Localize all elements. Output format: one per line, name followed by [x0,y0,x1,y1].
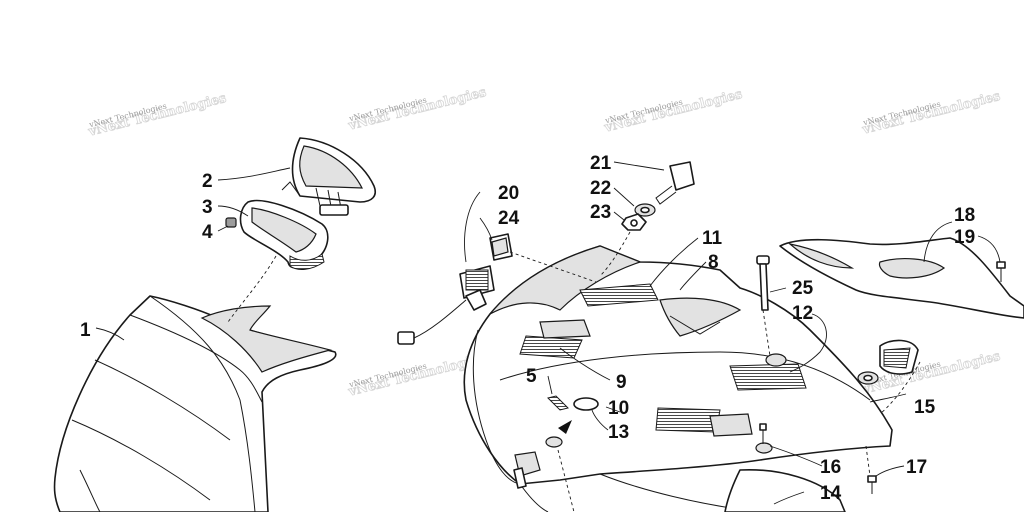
callout-18: 18 [954,205,975,226]
part-main-console [463,245,893,512]
part-2-gauge [281,137,376,216]
callout-1: 1 [80,320,91,341]
part-20-harness [397,265,495,345]
arrow-indicator [558,420,572,434]
part-13-seal [573,397,599,411]
part-18-cover [779,237,1024,319]
callout-12: 12 [792,303,813,324]
part-24-plug [489,233,513,261]
callout-11: 11 [702,228,723,249]
part-19-screw [996,261,1006,282]
callout-20: 20 [498,183,519,204]
callout-25: 25 [792,278,814,299]
part-23-nut [621,213,647,231]
part-15-switch [857,339,919,385]
part-25-bolt [756,255,770,311]
part-4-clip [225,217,237,228]
callout-24: 24 [498,208,520,229]
watermark-3: vNext Technologies vNext Technologies [602,87,744,137]
part-17-screw [867,475,877,494]
callout-19: 19 [954,227,975,248]
callout-4: 4 [202,222,213,243]
part-3-bezel [239,199,329,270]
callout-17: 17 [906,457,927,478]
part-16-screw [759,423,767,444]
callout-16: 16 [820,457,841,478]
callout-labels: 1 2 3 4 5 8 9 10 11 12 13 14 15 16 17 18… [80,153,975,504]
part-1-hood [53,295,337,512]
callout-9: 9 [616,372,627,393]
part-21-key [655,161,695,205]
callout-13: 13 [608,422,629,443]
callout-3: 3 [202,197,213,218]
part-22-washer [634,203,656,217]
part-5-spring [547,395,569,411]
callout-21: 21 [590,153,612,174]
callout-10: 10 [608,398,629,419]
callout-8: 8 [708,252,719,273]
callout-2: 2 [202,171,213,192]
callout-22: 22 [590,178,611,199]
watermark-1: vNext Technologies vNext Technologies [86,91,228,141]
callout-23: 23 [590,202,611,223]
callout-14: 14 [820,483,842,504]
watermark-2: vNext Technologies vNext Technologies [346,85,488,135]
callout-5: 5 [526,366,537,387]
watermark-4: vNext Technologies vNext Technologies [860,89,1002,139]
leader-lines [95,161,1001,512]
callout-15: 15 [914,397,936,418]
